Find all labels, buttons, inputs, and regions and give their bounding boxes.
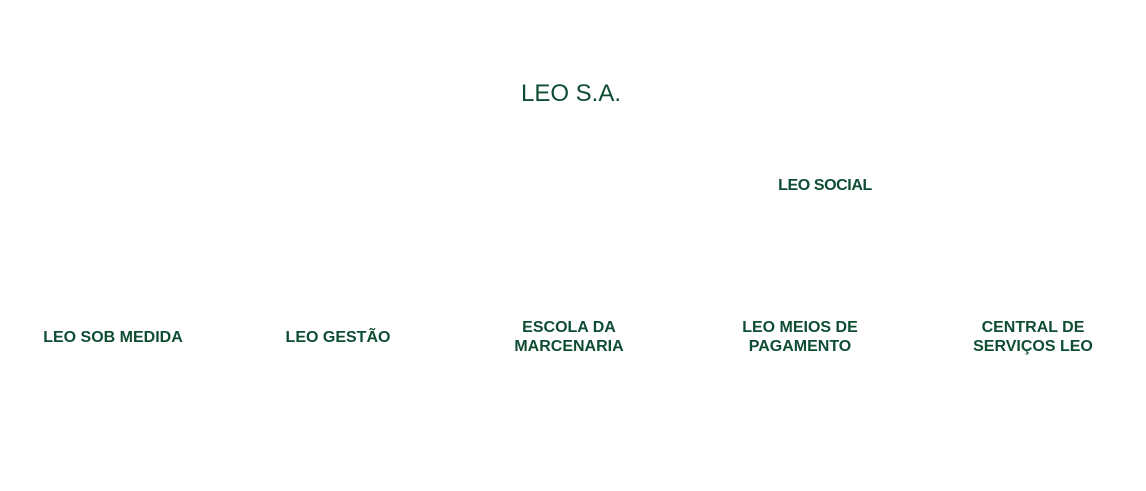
unit-node-central-de-servicos-leo: CENTRAL DE SERVIÇOS LEO	[933, 318, 1133, 356]
unit-label-line2: PAGAMENTO	[748, 338, 852, 355]
social-node-label: LEO SOCIAL	[778, 177, 872, 194]
unit-label-line1: ESCOLA DA	[522, 319, 616, 336]
unit-node-leo-gestao: LEO GESTÃO	[238, 318, 438, 356]
root-node-label: LEO S.A.	[520, 80, 622, 107]
unit-node-escola-da-marcenaria: ESCOLA DA MARCENARIA	[469, 318, 669, 356]
unit-label-line1: LEO GESTÃO	[285, 328, 391, 346]
unit-node-leo-sob-medida: LEO SOB MEDIDA	[13, 318, 213, 356]
unit-label-line1: LEO SOB MEDIDA	[43, 328, 183, 346]
unit-label-line1: LEO MEIOS DE	[742, 319, 858, 336]
unit-label-line2: SERVIÇOS LEO	[973, 338, 1093, 355]
unit-label-line1: CENTRAL DE	[981, 319, 1085, 336]
unit-label-line2: MARCENARIA	[514, 338, 624, 355]
unit-node-leo-meios-de-pagamento: LEO MEIOS DE PAGAMENTO	[700, 318, 900, 356]
